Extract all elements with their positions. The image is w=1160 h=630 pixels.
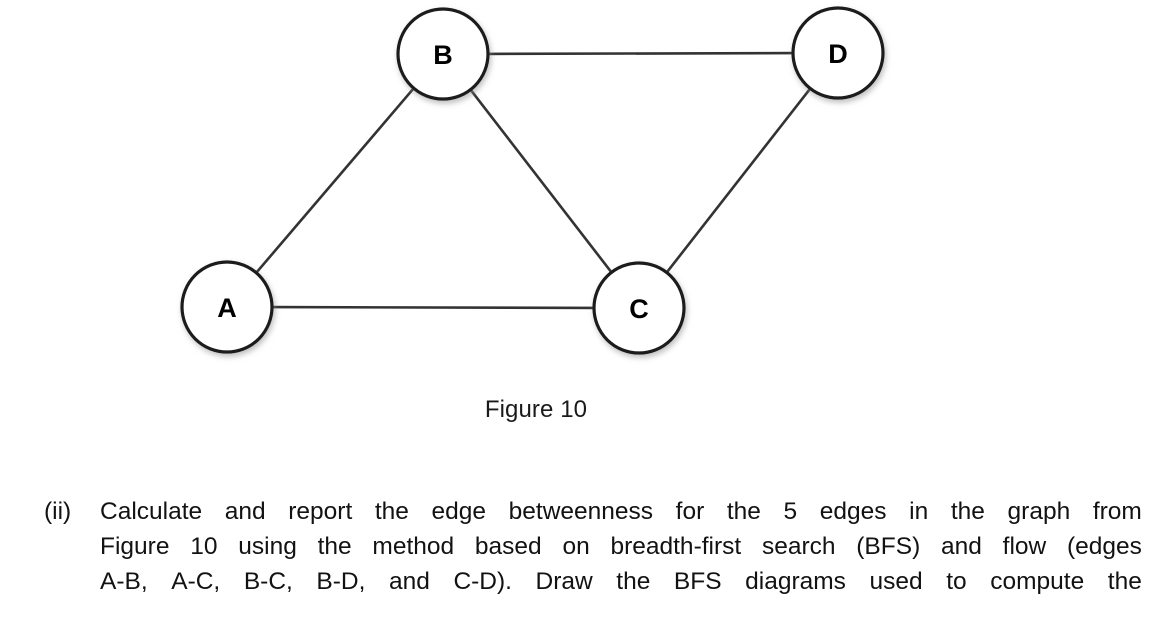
question-word: 10 xyxy=(190,533,218,560)
figure-caption: Figure 10 xyxy=(484,396,588,423)
question-word: and xyxy=(941,533,982,560)
node-d-label: D xyxy=(828,39,848,69)
question-word: A-B, xyxy=(100,568,148,595)
question-word: graph xyxy=(1007,498,1071,525)
graph-node-a: A xyxy=(180,260,274,354)
question-word: search xyxy=(761,533,836,560)
node-a-circle xyxy=(180,260,274,354)
question-word: the xyxy=(1107,568,1142,595)
question-word: Draw xyxy=(535,568,593,595)
question-word: B-D, xyxy=(316,568,366,595)
question-word: the xyxy=(317,533,352,560)
question-word: report xyxy=(288,498,353,525)
question-marker: (ii) xyxy=(44,498,72,525)
question-word: in xyxy=(909,498,929,525)
graph-node-b: B xyxy=(396,7,490,101)
edge-c-d xyxy=(665,86,812,275)
question-word: breadth-first xyxy=(610,533,742,560)
question-word: used xyxy=(869,568,923,595)
question-word: on xyxy=(562,533,590,560)
question-word: flow xyxy=(1002,533,1047,560)
question-word: the xyxy=(374,498,409,525)
question-word: C-D). xyxy=(453,568,512,595)
node-c-circle xyxy=(592,261,686,355)
question-word: diagrams xyxy=(745,568,846,595)
question-word: A-C, xyxy=(171,568,221,595)
edges-group xyxy=(254,51,812,310)
graph-node-c: C xyxy=(592,261,686,355)
question-word: the xyxy=(726,498,761,525)
nodes-group: A B C D xyxy=(180,6,885,355)
question-word: edges xyxy=(819,498,887,525)
node-c-label: C xyxy=(629,294,649,324)
question-word: compute xyxy=(990,568,1085,595)
node-a-label: A xyxy=(217,293,237,323)
edge-b-c xyxy=(468,88,614,274)
figure-10-graph: A B C D xyxy=(180,6,885,355)
question-word: edge xyxy=(431,498,487,525)
graph-diagram-svg: A B C D xyxy=(180,6,885,355)
edge-b-d xyxy=(486,51,795,56)
node-b-circle xyxy=(396,7,490,101)
question-word: betweenness xyxy=(508,498,654,525)
question-word: 5 xyxy=(783,498,798,525)
question-word: BFS xyxy=(673,568,722,595)
edge-a-c xyxy=(270,305,596,310)
question-word: to xyxy=(946,568,967,595)
question-word: the xyxy=(950,498,985,525)
graph-node-d: D xyxy=(791,6,885,100)
node-b-label: B xyxy=(433,40,453,70)
question-word: for xyxy=(675,498,705,525)
question-word: based xyxy=(474,533,542,560)
question-word: (BFS) xyxy=(856,533,921,560)
node-d-circle xyxy=(791,6,885,100)
question-word: method xyxy=(372,533,455,560)
question-word: Figure xyxy=(100,533,170,560)
question-word: Calculate xyxy=(100,498,203,525)
question-word: from xyxy=(1092,498,1142,525)
question-word: B-C, xyxy=(243,568,293,595)
question-word: and xyxy=(388,568,430,595)
question-word: using xyxy=(238,533,297,560)
question-word: and xyxy=(224,498,266,525)
question-word: (edges xyxy=(1067,533,1142,560)
edge-a-b xyxy=(254,86,416,275)
question-word: the xyxy=(616,568,651,595)
